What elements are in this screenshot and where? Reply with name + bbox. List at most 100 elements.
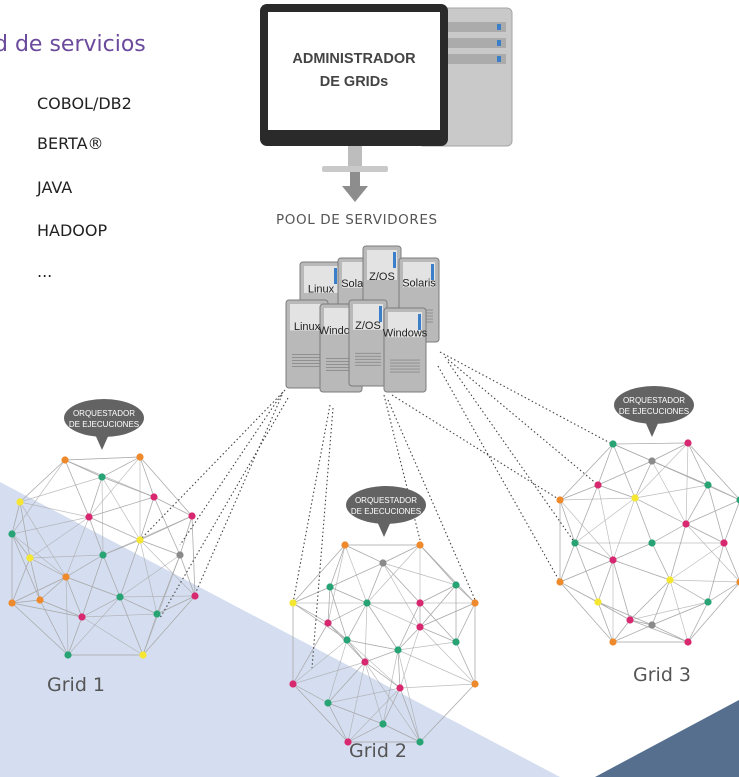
grid-1-node — [61, 456, 69, 464]
grid-3-node — [720, 539, 728, 547]
mesh-edge — [179, 554, 196, 597]
mesh-edge — [419, 584, 457, 604]
mesh-edge — [364, 661, 421, 743]
server-os-label: Solaris — [402, 278, 436, 290]
mesh-edge — [629, 619, 653, 626]
mesh-edge — [382, 562, 421, 604]
mesh-edge — [101, 476, 141, 541]
grid-2-node — [416, 599, 424, 607]
admin-computer-icon — [260, 4, 513, 202]
mesh-edge — [366, 562, 384, 604]
mesh-edge — [346, 602, 368, 641]
mesh-edge — [29, 516, 90, 559]
orchestrator-label-line1: ORQUESTADOR — [73, 409, 135, 418]
mesh-edge — [574, 542, 599, 603]
pool-title: POOL DE SERVIDORES — [276, 212, 438, 228]
mesh-edge — [685, 523, 725, 544]
mesh-edge — [397, 641, 457, 651]
mesh-edge — [81, 596, 121, 618]
mesh-edge — [597, 601, 614, 643]
mesh-edge — [685, 484, 709, 525]
mesh-edge — [669, 579, 739, 583]
mesh-edge — [455, 584, 476, 604]
mesh-edge — [634, 460, 653, 499]
mesh-edge — [397, 602, 421, 651]
grid-2-node — [341, 541, 349, 549]
mesh-edge — [88, 456, 141, 518]
service-item: BERTA® — [37, 134, 104, 153]
mesh-edge — [634, 442, 689, 499]
mesh-edge — [651, 624, 689, 643]
mesh-edge — [292, 683, 329, 704]
mesh-edge — [419, 683, 476, 743]
mesh-edge — [419, 584, 457, 628]
mesh-edge — [153, 496, 193, 517]
server-icon: Linux — [285, 299, 329, 389]
grid-1-node — [136, 453, 144, 461]
grid-2-node — [452, 638, 460, 646]
mesh-edge — [597, 601, 653, 626]
grid-3-node — [648, 457, 656, 465]
grid-1-node — [98, 473, 106, 481]
mesh-edge — [559, 542, 576, 583]
mesh-edge — [364, 661, 401, 689]
mesh-edge — [419, 602, 476, 628]
mesh-edge — [64, 459, 90, 518]
grid-1-node — [99, 551, 107, 559]
mesh-edge — [687, 442, 709, 486]
mesh-edge — [329, 544, 346, 588]
mesh-edge — [347, 661, 366, 743]
grid-2-node — [452, 581, 460, 589]
mesh-edge — [651, 523, 687, 544]
mesh-edge — [382, 687, 401, 725]
mesh-edge — [651, 442, 689, 462]
mesh-edge — [651, 542, 671, 581]
grid-3-node — [736, 578, 739, 586]
mesh-edge — [344, 544, 368, 604]
mesh-edge — [67, 616, 83, 656]
grid-2-node — [324, 699, 332, 707]
grid-3-node — [682, 520, 690, 528]
mesh-edge — [329, 562, 384, 588]
mesh-edge — [685, 442, 689, 525]
service-item: HADOOP — [37, 221, 108, 240]
mesh-edge — [119, 539, 141, 598]
mesh-edge — [64, 459, 155, 498]
grid-3-node — [684, 439, 692, 447]
grid-1-node — [26, 554, 34, 562]
mesh-edge — [327, 586, 331, 624]
mesh-edge — [612, 497, 636, 561]
grid-1-node — [139, 651, 147, 659]
grid-1-node — [85, 513, 93, 521]
mesh-edge — [119, 595, 196, 598]
grid-3-node — [648, 621, 656, 629]
mesh-edge — [119, 596, 144, 656]
down-arrow-icon — [342, 186, 368, 202]
mesh-edge — [685, 500, 739, 525]
mesh-edge — [634, 484, 709, 499]
orchestrator-label-line2: DE EJECUCIONES — [619, 407, 689, 416]
mesh-edge — [612, 542, 653, 561]
mesh-edge — [612, 442, 689, 445]
mesh-edge — [687, 442, 739, 500]
mesh-edge — [292, 683, 349, 743]
mesh-edge — [101, 476, 104, 556]
mesh-edge — [397, 649, 401, 689]
mesh-edge — [119, 554, 181, 598]
mesh-edge — [366, 602, 399, 651]
mesh-edge — [597, 484, 636, 499]
grid-3-node — [684, 638, 692, 646]
grid-3-node — [666, 576, 674, 584]
server-os-label: Windows — [383, 328, 428, 340]
grid-2-node — [416, 738, 424, 746]
grid-1-node — [150, 493, 158, 501]
grid-2-label: Grid 2 — [349, 740, 408, 762]
grid-3-node — [736, 496, 739, 504]
mesh-edge — [327, 602, 368, 624]
mesh-edge — [399, 626, 421, 689]
pool-link-line — [159, 397, 289, 619]
mesh-edge — [366, 602, 421, 628]
mesh-edge — [292, 602, 329, 624]
